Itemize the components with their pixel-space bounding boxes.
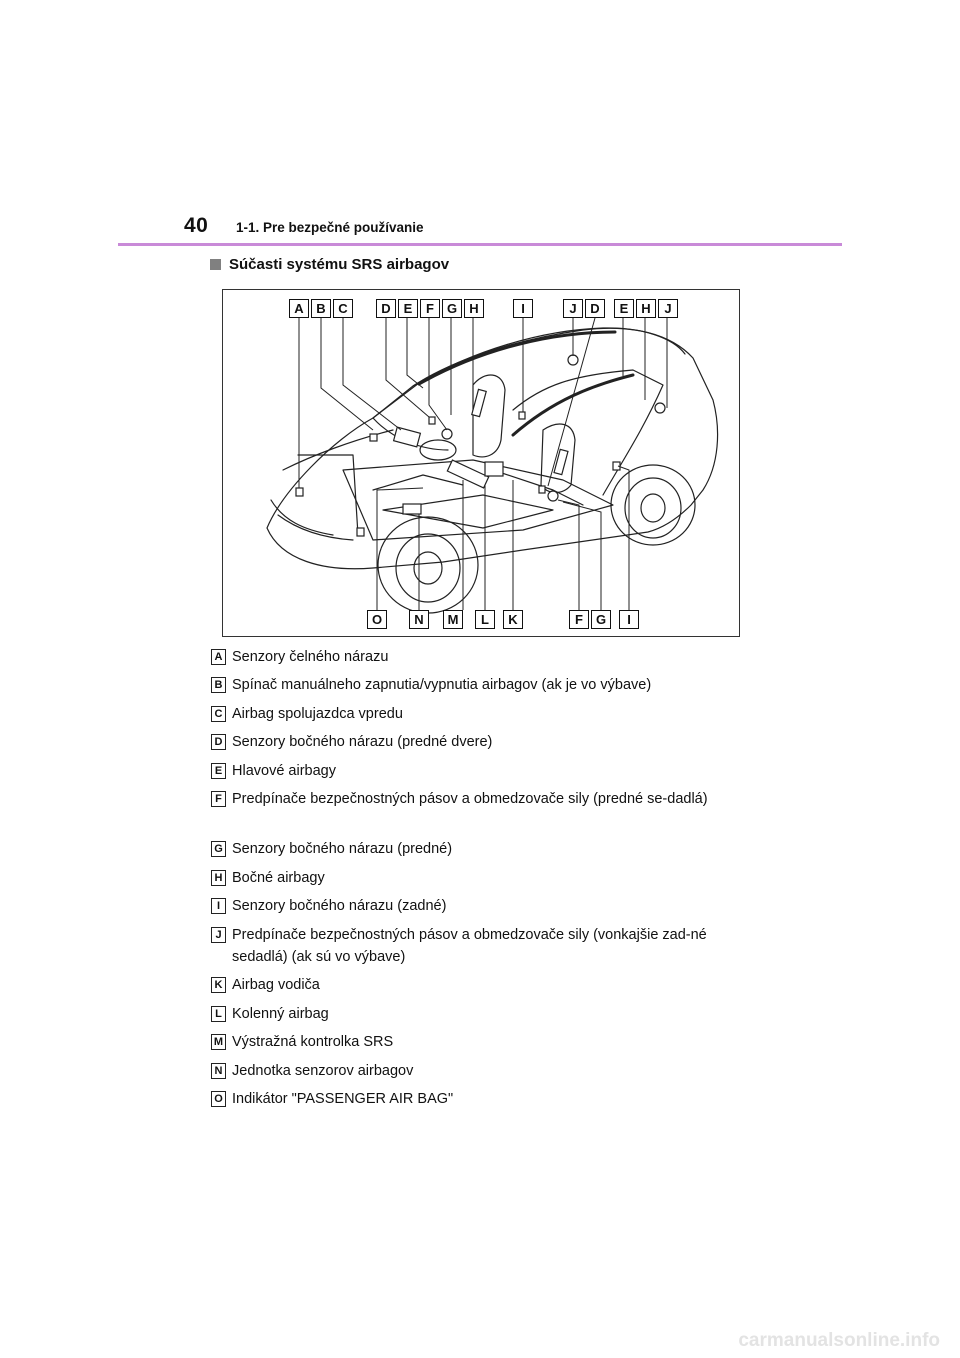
square-bullet-icon	[210, 259, 221, 270]
legend-item: M Výstražná kontrolka SRS	[211, 1031, 752, 1053]
legend-letter-box: N	[211, 1063, 226, 1079]
callout-top: B	[311, 299, 331, 318]
callout-top: D	[585, 299, 605, 318]
legend-text: Hlavové airbagy	[232, 760, 752, 782]
callout-bottom: G	[591, 610, 611, 629]
legend-text: Jednotka senzorov airbagov	[232, 1060, 752, 1082]
legend-item: E Hlavové airbagy	[211, 760, 752, 782]
callout-top: G	[442, 299, 462, 318]
legend-text: Airbag spolujazdca vpredu	[232, 703, 752, 725]
legend-letter-box: A	[211, 649, 226, 665]
legend-letter-box: F	[211, 791, 226, 807]
callout-top: D	[376, 299, 396, 318]
legend-text: Bočné airbagy	[232, 867, 752, 889]
callout-labels: A B C D E F G H I J D E H J O N M L K F …	[223, 290, 739, 636]
legend-item: H Bočné airbagy	[211, 867, 752, 889]
legend-text: Senzory bočného nárazu (predné dvere)	[232, 731, 752, 753]
legend-item: C Airbag spolujazdca vpredu	[211, 703, 752, 725]
legend-item: B Spínač manuálneho zapnutia/vypnutia ai…	[211, 674, 752, 696]
callout-bottom: L	[475, 610, 495, 629]
callout-top: H	[464, 299, 484, 318]
callout-top: C	[333, 299, 353, 318]
legend-text: Senzory čelného nárazu	[232, 646, 752, 668]
callout-bottom: F	[569, 610, 589, 629]
header-rule	[118, 243, 842, 246]
legend-letter-box: L	[211, 1006, 226, 1022]
legend-letter-box: G	[211, 841, 226, 857]
callout-bottom: O	[367, 610, 387, 629]
legend-text: Výstražná kontrolka SRS	[232, 1031, 752, 1053]
callout-top: J	[563, 299, 583, 318]
legend-item: O Indikátor "PASSENGER AIR BAG"	[211, 1088, 752, 1110]
legend-letter-box: B	[211, 677, 226, 693]
chapter-title: 1-1. Pre bezpečné používanie	[236, 220, 424, 235]
legend-item: L Kolenný airbag	[211, 1003, 752, 1025]
legend-text: Senzory bočného nárazu (zadné)	[232, 895, 752, 917]
legend-letter-box: E	[211, 763, 226, 779]
srs-diagram: A B C D E F G H I J D E H J O N M L K F …	[222, 289, 740, 637]
callout-bottom: K	[503, 610, 523, 629]
legend-letter-box: D	[211, 734, 226, 750]
legend-text: Senzory bočného nárazu (predné)	[232, 838, 752, 860]
callout-top: J	[658, 299, 678, 318]
callout-top: E	[614, 299, 634, 318]
section-title: Súčasti systému SRS airbagov	[210, 256, 449, 273]
legend-letter-box: O	[211, 1091, 226, 1107]
section-title-text: Súčasti systému SRS airbagov	[229, 256, 449, 273]
legend-letter-box: I	[211, 898, 226, 914]
callout-top: F	[420, 299, 440, 318]
legend-letter-box: K	[211, 977, 226, 993]
page-number: 40	[184, 214, 208, 238]
legend-item: A Senzory čelného nárazu	[211, 646, 752, 668]
legend-text: Airbag vodiča	[232, 974, 752, 996]
callout-top: A	[289, 299, 309, 318]
callout-bottom: M	[443, 610, 463, 629]
callout-bottom: N	[409, 610, 429, 629]
legend-letter-box: J	[211, 927, 226, 943]
legend-item: F Predpínače bezpečnostných pásov a obme…	[211, 788, 752, 810]
callout-top: E	[398, 299, 418, 318]
legend-item: I Senzory bočného nárazu (zadné)	[211, 895, 752, 917]
legend-text: Predpínače bezpečnostných pásov a obmedz…	[232, 788, 752, 810]
legend-letter-box: C	[211, 706, 226, 722]
legend-text: Indikátor "PASSENGER AIR BAG"	[232, 1088, 752, 1110]
legend-letter-box: H	[211, 870, 226, 886]
callout-bottom: I	[619, 610, 639, 629]
legend-text: Kolenný airbag	[232, 1003, 752, 1025]
legend-text: Predpínače bezpečnostných pásov a obmedz…	[232, 924, 752, 968]
legend-item: G Senzory bočného nárazu (predné)	[211, 838, 752, 860]
watermark: carmanualsonline.info	[738, 1330, 940, 1352]
legend-letter-box: M	[211, 1034, 226, 1050]
callout-top: I	[513, 299, 533, 318]
legend-item: N Jednotka senzorov airbagov	[211, 1060, 752, 1082]
legend-item: J Predpínače bezpečnostných pásov a obme…	[211, 924, 752, 968]
legend-item: D Senzory bočného nárazu (predné dvere)	[211, 731, 752, 753]
legend-text: Spínač manuálneho zapnutia/vypnutia airb…	[232, 674, 752, 696]
legend-item: K Airbag vodiča	[211, 974, 752, 996]
callout-top: H	[636, 299, 656, 318]
